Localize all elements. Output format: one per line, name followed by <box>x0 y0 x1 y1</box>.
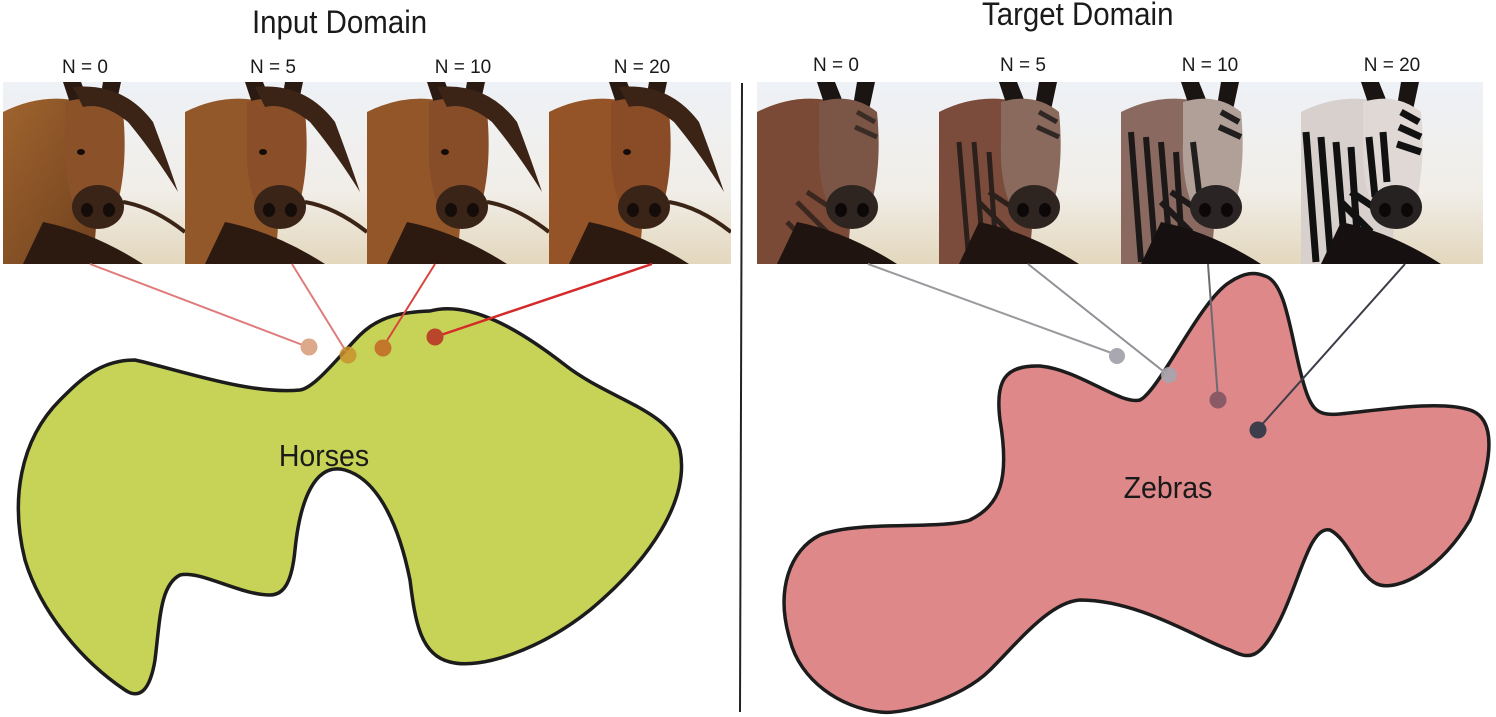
right-step-label-0: N = 0 <box>813 55 859 76</box>
connector-line <box>1207 263 1219 400</box>
horse-illustration <box>3 82 185 264</box>
horse-image-n20 <box>549 82 731 264</box>
zebra-image-n20 <box>1301 82 1483 264</box>
latent-point-zebra-n10 <box>1209 391 1227 409</box>
zebra-illustration <box>939 82 1121 264</box>
connector-line <box>89 263 309 348</box>
latent-point-horse-n0 <box>300 338 318 356</box>
left-step-label-2: N = 10 <box>434 57 492 78</box>
right-step-label-1: N = 5 <box>1000 55 1046 76</box>
connector-line <box>382 263 436 348</box>
connector-line <box>1027 263 1169 376</box>
connector-line <box>434 262 653 339</box>
latent-point-horse-n10 <box>374 339 392 357</box>
left-step-label-3: N = 20 <box>613 57 671 78</box>
horse-illustration <box>185 82 367 264</box>
zebras-region <box>782 271 1491 715</box>
zebra-image-n5 <box>939 82 1121 264</box>
latent-point-horse-n20 <box>426 328 444 346</box>
right-step-label-3: N = 20 <box>1363 55 1421 76</box>
left-step-label-0: N = 0 <box>62 57 108 78</box>
connector-line <box>1257 263 1406 430</box>
horses-region <box>16 306 684 696</box>
latent-point-zebra-n0 <box>1109 348 1125 364</box>
horse-illustration <box>367 82 549 264</box>
domain-divider <box>739 82 743 713</box>
horse-image-n0 <box>3 82 185 264</box>
zebras-region-label: Zebras <box>1123 470 1213 505</box>
horse-image-n5 <box>185 82 367 264</box>
latent-point-horse-n5 <box>339 346 357 364</box>
zebra-image-n0 <box>757 82 939 264</box>
input-domain-title: Input Domain <box>252 4 428 40</box>
horses-region-label: Horses <box>278 438 370 473</box>
zebra-illustration <box>1121 82 1303 264</box>
zebra-image-n10 <box>1121 82 1303 264</box>
right-step-label-2: N = 10 <box>1181 55 1239 76</box>
zebra-illustration <box>1301 82 1483 264</box>
latent-point-zebra-n5 <box>1161 367 1177 383</box>
connector-line <box>867 263 1118 356</box>
horse-illustration <box>549 82 731 264</box>
left-step-label-1: N = 5 <box>250 57 296 78</box>
zebra-illustration <box>757 82 939 264</box>
target-domain-title: Target Domain <box>982 0 1174 32</box>
horse-image-n10 <box>367 82 549 264</box>
latent-point-zebra-n20 <box>1249 421 1267 439</box>
connector-line <box>291 263 348 354</box>
